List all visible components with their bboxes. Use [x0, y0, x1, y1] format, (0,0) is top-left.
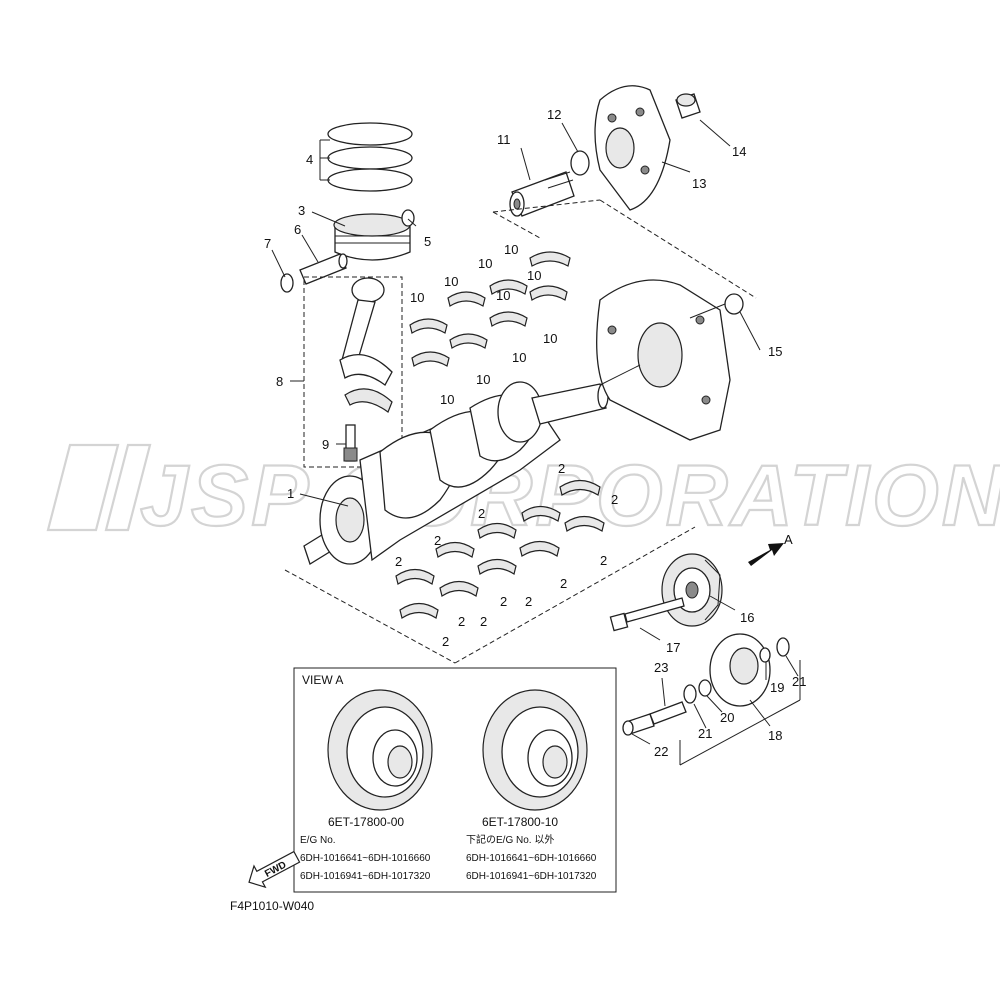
callout-13: 13	[692, 176, 706, 191]
callout-21: 21	[792, 674, 806, 689]
callout-18: 18	[768, 728, 782, 743]
callout-9: 9	[322, 437, 329, 452]
left-part-number: 6ET-17800-00	[328, 815, 404, 829]
callout-2: 2	[558, 461, 565, 476]
callout-2: 2	[395, 554, 402, 569]
crank-bearings-10	[409, 251, 571, 367]
piston-pin	[299, 253, 348, 285]
gear-18	[709, 633, 771, 707]
left-note-line: E/G No.	[300, 835, 336, 846]
crank-bearings-2	[284, 479, 696, 664]
piston-rings	[319, 122, 413, 192]
seal-12	[570, 150, 590, 176]
callout-2: 2	[458, 614, 465, 629]
gear-16	[661, 553, 723, 627]
callout-5: 5	[424, 234, 431, 249]
callout-15: 15	[768, 344, 782, 359]
callout-6: 6	[294, 222, 301, 237]
callout-17: 17	[666, 640, 680, 655]
callout-3: 3	[298, 203, 305, 218]
callout-10: 10	[410, 290, 424, 305]
washer-20	[698, 679, 712, 697]
callout-21: 21	[698, 726, 712, 741]
callout-12: 12	[547, 107, 561, 122]
crankshaft	[303, 381, 609, 565]
callout-11: 11	[497, 132, 511, 147]
callout-23: 23	[654, 660, 668, 675]
view-a-title: VIEW A	[302, 673, 343, 687]
callout-22: 22	[654, 744, 668, 759]
nut-19	[759, 647, 771, 663]
callout-16: 16	[740, 610, 754, 625]
right-note-line: 下記のE/G No. 以外	[466, 833, 554, 846]
callout-10: 10	[440, 392, 454, 407]
leader-lines	[271, 119, 799, 745]
callout-2: 2	[500, 594, 507, 609]
callout-10: 10	[504, 242, 518, 257]
callout-20: 20	[720, 710, 734, 725]
clip-5	[401, 209, 415, 227]
callout-7: 7	[264, 236, 271, 251]
callout-14: 14	[732, 144, 746, 159]
callout-10: 10	[527, 268, 541, 283]
piston	[333, 213, 411, 261]
crankcase	[596, 279, 731, 441]
left-note-line: 6DH-1016941~6DH-1017320	[300, 871, 431, 882]
connecting-rod	[303, 276, 403, 468]
callout-2: 2	[600, 553, 607, 568]
callout-10: 10	[476, 372, 490, 387]
callout-2: 2	[480, 614, 487, 629]
right-note-line: 6DH-1016641~6DH-1016660	[466, 853, 597, 864]
callout-1: 1	[287, 486, 294, 501]
diagram-code: F4P1010-W040	[230, 899, 314, 913]
callout-2: 2	[442, 634, 449, 649]
callout-10: 10	[512, 350, 526, 365]
collar-22	[622, 713, 655, 736]
view-arrow-label: A	[784, 532, 793, 547]
pin-23	[649, 701, 687, 725]
right-part-number: 6ET-17800-10	[482, 815, 558, 829]
fwd-label: FWD	[263, 860, 288, 880]
callout-2: 2	[478, 506, 485, 521]
callout-4: 4	[306, 152, 313, 167]
callout-19: 19	[770, 680, 784, 695]
callout-10: 10	[543, 331, 557, 346]
clip-7	[280, 273, 294, 293]
callout-labels: 1 2 2 2 2 2 2 2 2 2 2 2 2 3 4 5 6 7 8 9 …	[264, 107, 806, 759]
callout-10: 10	[444, 274, 458, 289]
callout-8: 8	[276, 374, 283, 389]
callout-10: 10	[496, 288, 510, 303]
cover-13	[594, 85, 671, 211]
left-note-line: 6DH-1016641~6DH-1016660	[300, 853, 431, 864]
callout-2: 2	[611, 492, 618, 507]
clip-21-right	[776, 637, 790, 657]
callout-10: 10	[478, 256, 492, 271]
bolt-17	[609, 597, 685, 632]
clip-21-left	[683, 684, 697, 704]
callout-2: 2	[434, 533, 441, 548]
fwd-arrow-icon: FWD	[248, 850, 301, 889]
gear-variant-left	[327, 689, 433, 811]
seal-15	[689, 293, 744, 319]
view-arrow	[748, 543, 784, 566]
right-note-line: 6DH-1016941~6DH-1017320	[466, 871, 597, 882]
callout-2: 2	[560, 576, 567, 591]
gear-variant-right	[482, 689, 588, 811]
view-a-box: VIEW A 6ET-17800-00 6ET-17800-10 E/G No.…	[293, 667, 617, 893]
callout-2: 2	[525, 594, 532, 609]
plug-14	[675, 93, 701, 119]
